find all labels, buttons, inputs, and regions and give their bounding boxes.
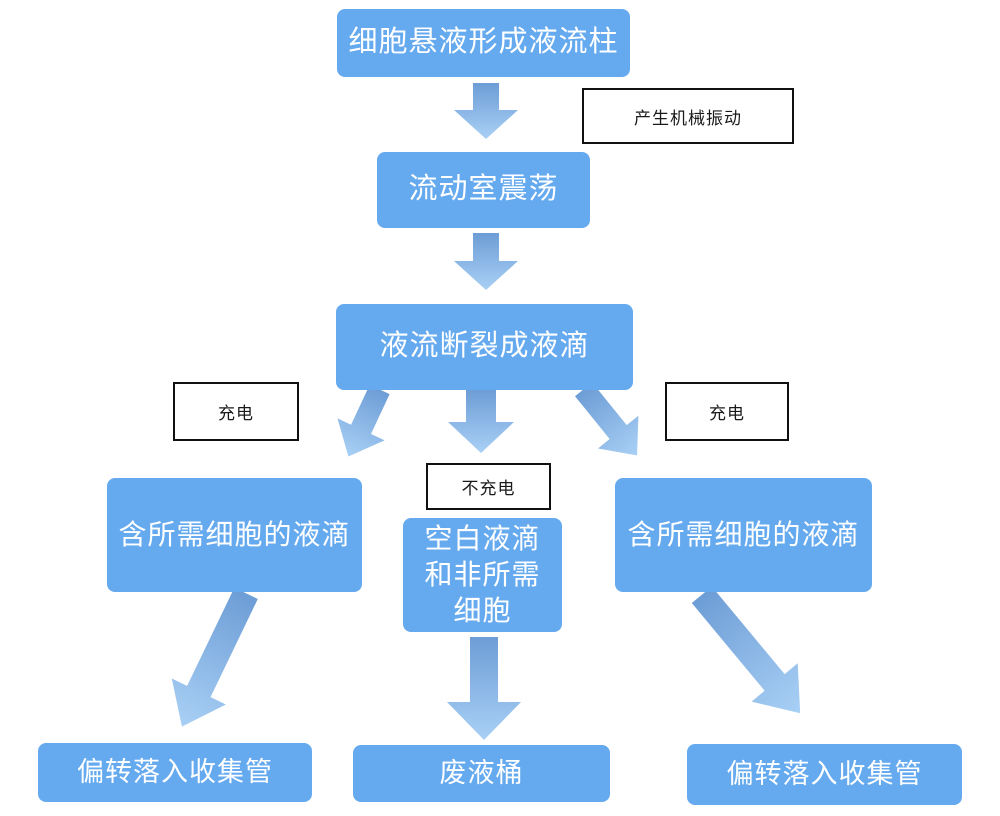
- arrow-down-icon: [447, 637, 521, 740]
- arrow-down-icon: [454, 233, 518, 290]
- label-mechanical-vibration: 产生机械振动: [582, 88, 794, 144]
- node-stream-breaks-into-droplets: 液流断裂成液滴: [336, 304, 633, 390]
- node-waste-container: 废液桶: [353, 745, 610, 802]
- node-flow-chamber-oscillation: 流动室震荡: [377, 152, 590, 228]
- arrow-down-icon: [448, 390, 514, 453]
- label-no-charge: 不充电: [426, 463, 551, 510]
- node-desired-cell-droplets-right: 含所需细胞的液滴: [615, 478, 872, 592]
- arrow-down-left-icon: [171, 587, 258, 727]
- node-blank-and-unwanted-droplets: 空白液滴 和非所需 细胞: [403, 518, 562, 632]
- node-deflect-into-collection-tube-right: 偏转落入收集管: [687, 744, 962, 805]
- arrow-down-left-icon: [337, 384, 390, 457]
- label-charge-right: 充电: [665, 382, 789, 441]
- arrow-down-right-icon: [691, 586, 801, 714]
- arrow-down-right-icon: [575, 382, 639, 456]
- label-charge-left: 充电: [173, 382, 299, 441]
- arrow-down-icon: [454, 83, 518, 139]
- node-deflect-into-collection-tube-left: 偏转落入收集管: [38, 743, 312, 802]
- node-cell-suspension-stream: 细胞悬液形成液流柱: [337, 9, 630, 77]
- node-desired-cell-droplets-left: 含所需细胞的液滴: [107, 478, 362, 592]
